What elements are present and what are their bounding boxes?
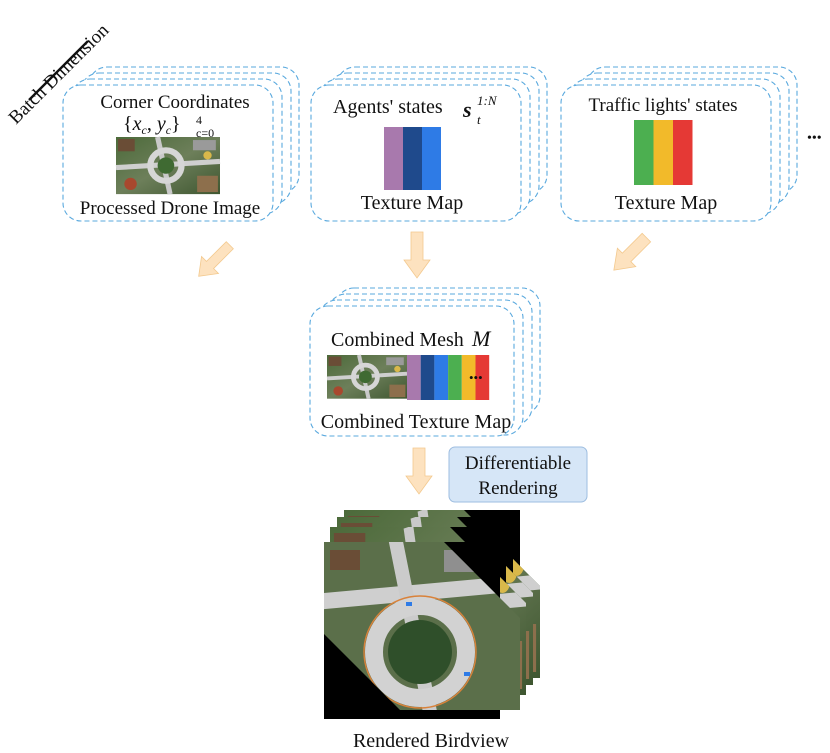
agents-symbol-sub: t [477, 112, 481, 127]
lights-texture-bar-3 [673, 120, 693, 185]
agents-texture-bar-2 [403, 127, 422, 190]
rendering-box-line1: Differentiable [465, 453, 571, 474]
combined-texture-bar-6 [475, 355, 490, 400]
lights-panel-title: Traffic lights' states [588, 95, 737, 116]
corner-coordinates-sup: 4 [196, 113, 202, 127]
drone-panel-caption: Processed Drone Image [80, 198, 260, 219]
corner-coordinates-sub: c=0 [196, 126, 214, 140]
lights-texture-bars [634, 120, 693, 185]
drone-image [116, 137, 220, 194]
combined-texture-bars [407, 355, 490, 400]
more-inputs-dots: ••• [807, 131, 822, 146]
agents-texture-bar-3 [422, 127, 441, 190]
lights-texture-bar-2 [653, 120, 673, 185]
lights-panel-caption: Texture Map [615, 192, 717, 214]
arrow-agents-to-mesh [403, 231, 431, 279]
combined-texture-bar-5 [461, 355, 476, 400]
corner-coordinates-formula: {xc, yc} [123, 113, 181, 137]
rendered-birdview-stack [324, 510, 540, 719]
rendering-box-line2: Rendering [478, 478, 558, 499]
birdview-frame-front [324, 542, 520, 719]
agents-texture-bars [384, 127, 441, 190]
arrow-mesh-to-render [405, 447, 433, 495]
batch-dimension-bracket [28, 40, 89, 101]
combined-mesh-symbol: M [471, 326, 492, 351]
combined-texture-bar-2 [420, 355, 435, 400]
agents-panel: Agents' states s 1:N t Texture Map [310, 66, 548, 222]
agents-panel-title: Agents' states [333, 96, 443, 118]
combined-texture-bar-1 [407, 355, 421, 400]
combined-panel-caption: Combined Texture Map [321, 411, 511, 433]
arrow-lights-to-mesh [613, 232, 652, 271]
agents-panel-caption: Texture Map [361, 192, 463, 214]
agents-symbol-sup: 1:N [477, 93, 498, 108]
combined-texture-bar-4 [448, 355, 462, 400]
drone-panel-title: Corner Coordinates [100, 92, 249, 113]
rendered-birdview-caption: Rendered Birdview [353, 730, 510, 752]
lights-panel: Traffic lights' states Texture Map [560, 66, 798, 222]
drone-panel: Corner Coordinates {xc, yc} 4 c=0 Proces… [62, 66, 300, 222]
combined-panel: Combined Mesh M ••• Combined Texture Map [309, 287, 541, 437]
rendering-box-background [448, 446, 588, 503]
combined-texture-bar-3 [434, 355, 449, 400]
combined-dots: ••• [469, 370, 483, 385]
agents-texture-bar-1 [384, 127, 403, 190]
lights-texture-bar-1 [634, 120, 654, 185]
combined-drone-image [327, 355, 407, 399]
arrow-drone-to-mesh [198, 241, 234, 277]
combined-panel-title: Combined Mesh [331, 329, 464, 351]
agents-symbol: s [462, 97, 472, 122]
differentiable-rendering-box: Differentiable Rendering [448, 446, 588, 503]
